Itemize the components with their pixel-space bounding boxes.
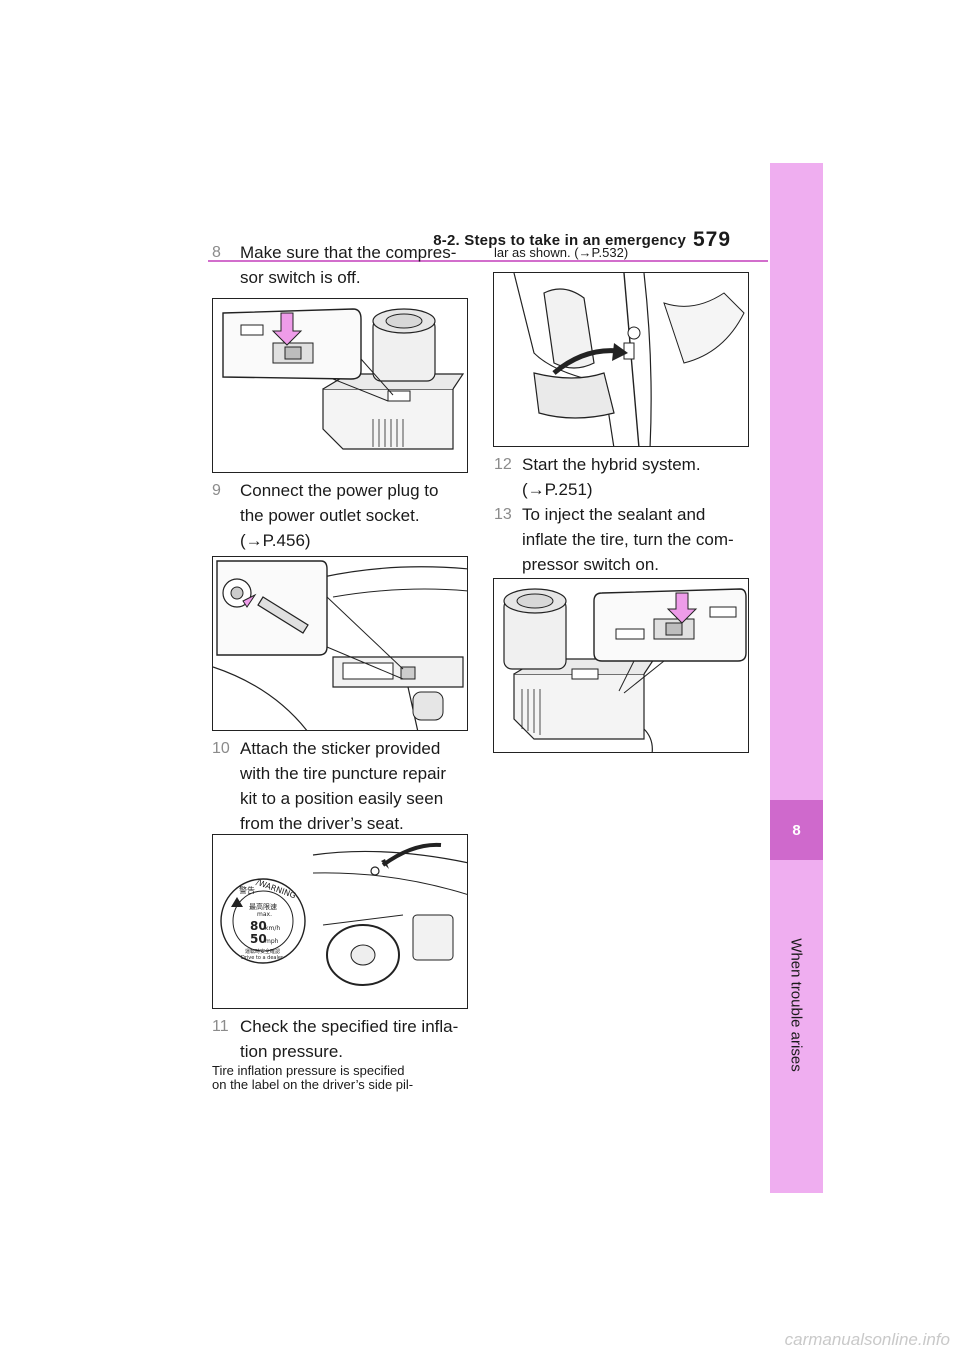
- step-line: inflate the tire, turn the com-: [522, 530, 734, 549]
- step-number: 11: [212, 1018, 229, 1035]
- step-line: Make sure that the compres-: [240, 243, 457, 262]
- step-number: 8: [212, 244, 221, 261]
- step-line: tion pressure.: [240, 1042, 343, 1061]
- step-line: Connect the power plug to: [240, 481, 439, 500]
- step-12: 12 Start the hybrid system. (→P.251): [494, 452, 754, 502]
- chapter-number-tab: 8: [770, 800, 823, 860]
- figure-sticker-placement: 警告 /WARNING 最高限速 max. 80 km/h 50 mph 運転時…: [212, 834, 468, 1009]
- step-line: (→P.251): [522, 480, 593, 499]
- chapter-title-vertical: When trouble arises: [787, 938, 805, 1072]
- step-number: 13: [494, 506, 512, 523]
- note-line: on the label on the driver’s side pil-: [212, 1077, 414, 1092]
- watermark: carmanualsonline.info: [784, 1330, 950, 1349]
- page-number: 579: [693, 228, 732, 251]
- figure-compressor-switch-on: [493, 578, 749, 753]
- sticker-kmh-value: 80: [250, 919, 267, 933]
- step-9: 9 Connect the power plug to the power ou…: [212, 478, 472, 553]
- sticker-footer-jp: 運転時安全確認: [245, 948, 280, 955]
- step-line: kit to a position easily seen: [240, 789, 444, 808]
- step-line: the power outlet socket.: [240, 506, 420, 525]
- step-line: pressor switch on.: [522, 555, 659, 574]
- step-11: 11 Check the specified tire infla- tion …: [212, 1014, 472, 1064]
- step-13: 13 To inject the sealant and inflate the…: [494, 502, 758, 577]
- chapter-side-tab: [770, 163, 823, 1193]
- inflation-note: Tire inflation pressure is specified on …: [212, 1064, 482, 1092]
- sticker-warning-jp: 警告: [239, 885, 255, 895]
- figure-power-outlet: [212, 556, 468, 731]
- step-10: 10 Attach the sticker provided with the …: [212, 736, 472, 836]
- step-8: 8 Make sure that the compres- sor switch…: [212, 240, 472, 290]
- figure-compressor-switch-off: [212, 298, 468, 473]
- sticker-mph-unit: mph: [265, 938, 279, 945]
- compressor-on-illustration: [503, 588, 747, 752]
- dashboard-outlet-illustration: [213, 560, 467, 730]
- sticker-mph-value: 50: [250, 932, 267, 946]
- step-number: 9: [212, 482, 221, 499]
- step-line: from the driver’s seat.: [240, 814, 404, 833]
- step-line: Start the hybrid system.: [522, 455, 701, 474]
- sticker-kmh-unit: km/h: [265, 925, 280, 932]
- section-title: 8-2. Steps to take in an emergency: [433, 232, 686, 249]
- step-number: 12: [494, 456, 512, 473]
- note-line: Tire inflation pressure is specified: [212, 1063, 405, 1078]
- sticker-limit-jp: 最高限速: [249, 902, 277, 911]
- sticker-footer-en: Drive to a dealer: [241, 955, 284, 961]
- step-line: with the tire puncture repair: [240, 764, 446, 783]
- step-number: 10: [212, 740, 230, 757]
- inflation-note-cont: lar as shown. (→P.532): [494, 245, 629, 260]
- step-line: sor switch is off.: [240, 268, 361, 287]
- header-rule: [208, 260, 768, 262]
- dashboard-sticker-illustration: 警告 /WARNING 最高限速 max. 80 km/h 50 mph 運転時…: [220, 842, 467, 986]
- figure-pillar-label: [493, 272, 749, 447]
- step-line: To inject the sealant and: [522, 505, 706, 524]
- step-line: Attach the sticker provided: [240, 739, 441, 758]
- step-line: (→P.456): [240, 531, 311, 550]
- door-pillar-illustration: [513, 273, 745, 446]
- compressor-illustration: [222, 308, 465, 450]
- sticker-max: max.: [257, 911, 272, 918]
- step-line: Check the specified tire infla-: [240, 1017, 459, 1036]
